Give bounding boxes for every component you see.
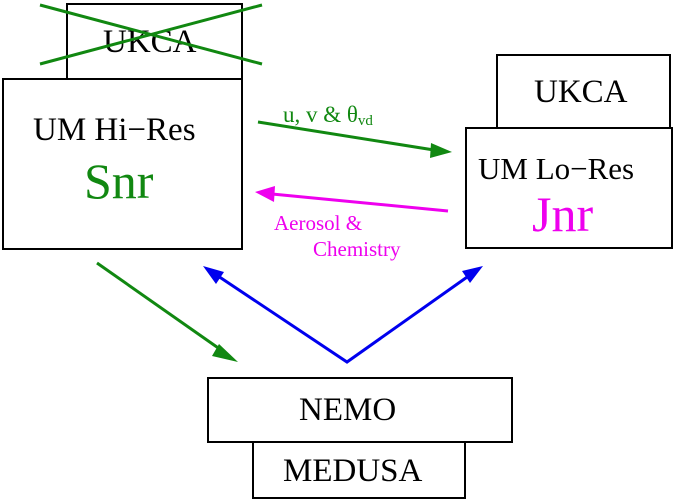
arrow-label-chemistry: Chemistry	[313, 237, 401, 261]
arrow-nemo-to-hires-head	[203, 266, 224, 284]
medusa-label: MEDUSA	[283, 453, 423, 489]
um-hires-box	[2, 78, 243, 250]
arrow-nemo-to-lores-head	[462, 266, 483, 283]
um-lores-box	[465, 127, 673, 249]
arrow-label-vd-subscript: vd	[357, 113, 373, 129]
arrow-lores-to-hires-head	[255, 186, 275, 202]
arrow-hires-to-lores	[257, 120, 435, 152]
arrow-label-aerosol: Aerosol &	[274, 211, 363, 235]
arrow-nemo-to-atmosphere	[214, 272, 471, 364]
medusa-box	[252, 441, 466, 499]
jnr-label: Jnr	[532, 186, 594, 242]
snr-label: Snr	[84, 153, 154, 209]
arrow-label-u-v-theta-main: u, v & θ	[283, 102, 358, 127]
cross-out-line-2	[39, 3, 263, 66]
arrow-hires-to-lores-head	[430, 143, 452, 158]
um-lores-label: UM Lo−Res	[478, 151, 635, 186]
arrow-hires-to-nemo	[96, 261, 225, 354]
nemo-label: NEMO	[299, 392, 397, 428]
arrow-lores-to-hires	[271, 192, 449, 213]
ukca-left-box	[66, 3, 243, 80]
arrow-hires-to-nemo-head	[212, 344, 238, 362]
arrow-label-u-v-theta: u, v & θvd	[283, 103, 373, 129]
um-hires-label: UM Hi−Res	[33, 112, 196, 148]
ukca-right-label: UKCA	[534, 74, 628, 110]
